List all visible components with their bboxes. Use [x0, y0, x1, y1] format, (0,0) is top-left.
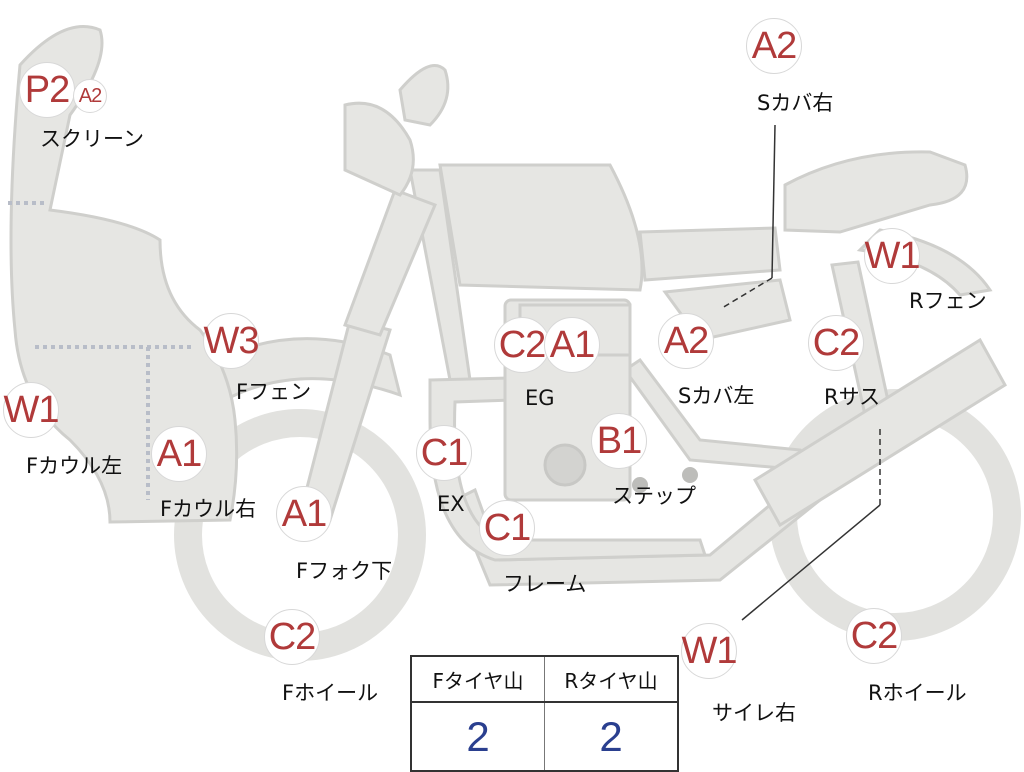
- code-badge-r-sus: C2: [808, 315, 864, 371]
- label-f-cowl-left: Fカウル左: [26, 454, 123, 478]
- leader-muffler: [741, 504, 881, 621]
- code-badge-f-cowl-left: W1: [3, 382, 60, 438]
- code-badge-r-wheel: C2: [846, 608, 902, 664]
- code-badge-s-cover-left: A2: [658, 313, 714, 369]
- label-r-sus: Rサス: [824, 385, 881, 409]
- label-f-cowl-right: Fカウル右: [160, 497, 257, 521]
- tire-tread-table: Fタイヤ山 Rタイヤ山 2 2: [410, 655, 679, 772]
- label-f-fork: Fフォク下: [296, 559, 393, 583]
- label-screen: スクリーン: [40, 127, 144, 151]
- step-peg-2: [682, 467, 698, 483]
- code-badge-muffler-right: W1: [681, 623, 738, 679]
- label-f-fender: Fフェン: [236, 380, 312, 404]
- code-badge-eg-c2: C2: [494, 317, 550, 373]
- mirror: [398, 64, 450, 127]
- label-r-fender: Rフェン: [909, 289, 987, 313]
- frame-rear: [622, 357, 807, 472]
- code-badge-s-cover-right: A2: [746, 18, 802, 74]
- fork-upper: [343, 188, 437, 337]
- label-s-cover-left: Sカバ左: [678, 384, 755, 408]
- fuel-tank: [438, 163, 644, 292]
- code-badge-f-wheel: C2: [264, 609, 320, 665]
- engine-cover: [543, 443, 587, 487]
- code-badge-step: B1: [591, 413, 647, 469]
- label-s-cover-right: Sカバ右: [757, 91, 834, 115]
- label-f-wheel: Fホイール: [282, 681, 379, 705]
- seat: [783, 150, 969, 234]
- f-tire-value: 2: [410, 701, 545, 772]
- f-tire-header: Fタイヤ山: [410, 655, 545, 703]
- code-badge-f-fork: A1: [276, 486, 332, 542]
- code-badge-screen-2: A2: [73, 79, 107, 113]
- label-step: ステップ: [612, 484, 696, 508]
- label-eg: EG: [525, 386, 555, 410]
- step-peg: [632, 477, 648, 493]
- side-cover: [638, 226, 782, 282]
- leader-s-cover-right: [771, 124, 776, 279]
- code-badge-f-cowl-right: A1: [151, 426, 207, 482]
- r-tire-value: 2: [544, 701, 679, 772]
- label-muffler-right: サイレ右: [712, 701, 796, 725]
- code-badge-eg-a1: A1: [544, 317, 600, 373]
- code-badge-f-fender: W3: [203, 313, 260, 369]
- code-badge-ex: C1: [416, 425, 472, 481]
- code-badge-screen: P2: [19, 62, 75, 118]
- code-badge-frame: C1: [479, 500, 535, 556]
- label-ex: EX: [437, 492, 465, 516]
- label-frame: フレーム: [503, 572, 587, 596]
- headlight: [343, 101, 415, 197]
- code-badge-r-fender: W1: [864, 228, 921, 284]
- label-r-wheel: Rホイール: [868, 681, 967, 705]
- r-tire-header: Rタイヤ山: [544, 655, 679, 703]
